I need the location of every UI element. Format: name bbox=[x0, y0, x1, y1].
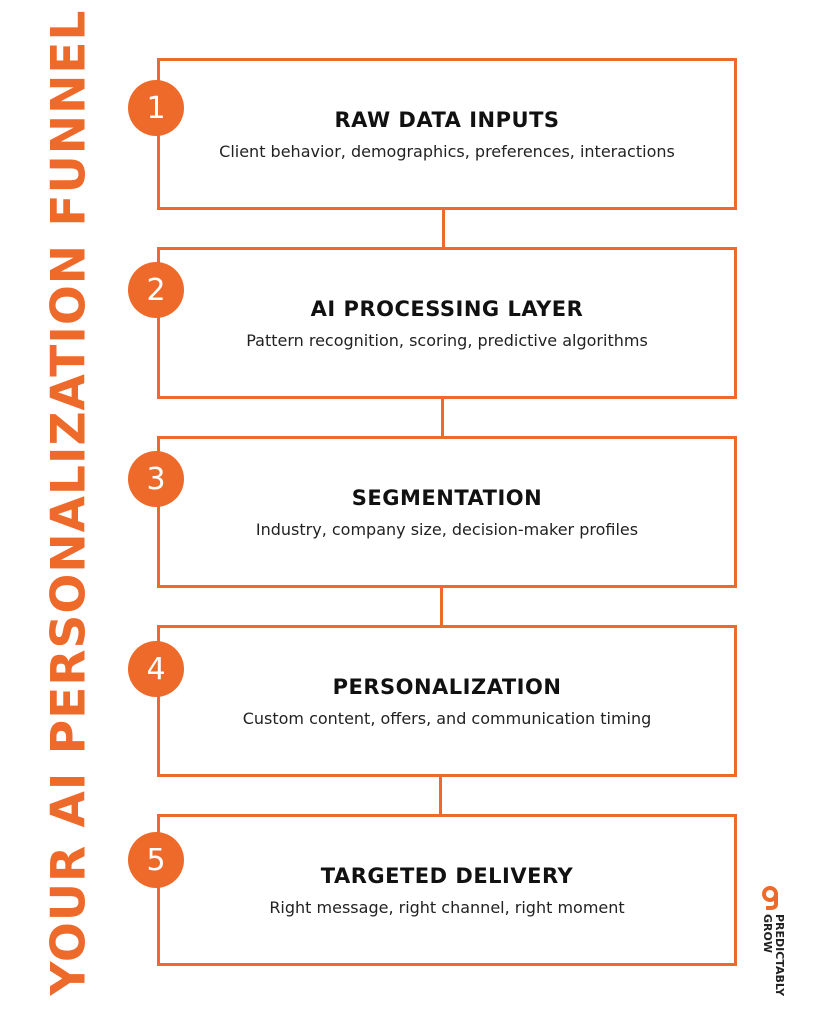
step-4-box: PERSONALIZATION Custom content, offers, … bbox=[157, 625, 737, 777]
step-1-title: RAW DATA INPUTS bbox=[334, 107, 560, 132]
funnel-title-text: YOUR AI PERSONALIZATION FUNNEL bbox=[41, 9, 97, 995]
step-3-title: SEGMENTATION bbox=[351, 485, 543, 510]
step-5-number-badge: 5 bbox=[128, 832, 184, 888]
logo-line2: PREDICTABLY bbox=[773, 914, 786, 996]
step-2-box: AI PROCESSING LAYER Pattern recognition,… bbox=[157, 247, 737, 399]
step-3-description: Industry, company size, decision-maker p… bbox=[255, 519, 639, 539]
step-3-box: SEGMENTATION Industry, company size, dec… bbox=[157, 436, 737, 588]
connector-1-2 bbox=[442, 210, 445, 248]
step-4-number-badge: 4 bbox=[128, 641, 184, 697]
grow-predictably-logo: GROW PREDICTABLY bbox=[758, 886, 798, 997]
step-2-title: AI PROCESSING LAYER bbox=[310, 296, 584, 321]
step-5-description: Right message, right channel, right mome… bbox=[269, 897, 625, 917]
step-2-description: Pattern recognition, scoring, predictive… bbox=[246, 330, 648, 350]
connector-4-5 bbox=[439, 777, 442, 815]
step-1-number-badge: 1 bbox=[128, 80, 184, 136]
step-2-number-badge: 2 bbox=[128, 262, 184, 318]
step-4-description: Custom content, offers, and communicatio… bbox=[242, 708, 652, 728]
step-4-title: PERSONALIZATION bbox=[332, 674, 562, 699]
funnel-title: YOUR AI PERSONALIZATION FUNNEL bbox=[34, 9, 104, 995]
connector-3-4 bbox=[440, 588, 443, 626]
logo-line1: GROW bbox=[761, 914, 774, 953]
step-1-description: Client behavior, demographics, preferenc… bbox=[219, 141, 675, 161]
logo-mark-icon: GROW PREDICTABLY bbox=[761, 886, 786, 997]
step-5-title: TARGETED DELIVERY bbox=[320, 863, 574, 888]
step-5-box: TARGETED DELIVERY Right message, right c… bbox=[157, 814, 737, 966]
step-1-box: RAW DATA INPUTS Client behavior, demogra… bbox=[157, 58, 737, 210]
connector-2-3 bbox=[441, 399, 444, 437]
step-3-number-badge: 3 bbox=[128, 451, 184, 507]
